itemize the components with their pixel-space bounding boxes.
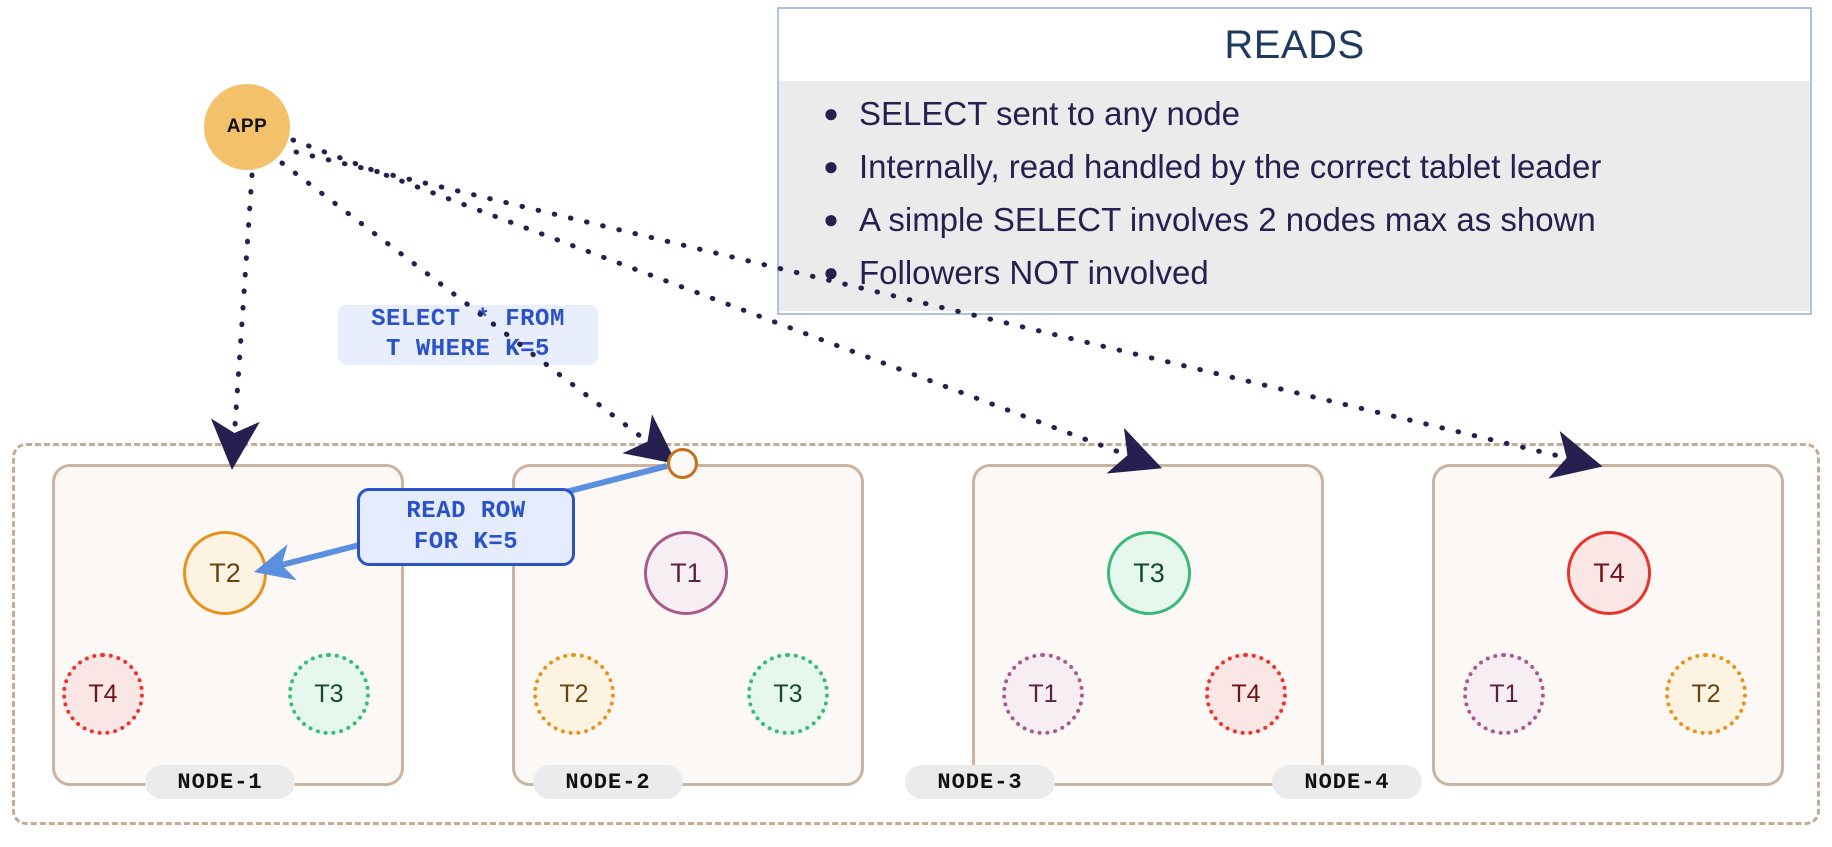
tablet-follower-node4-a: T1	[1463, 653, 1545, 735]
tablet-leader-node4: T4	[1567, 531, 1651, 615]
tablet-follower-node3-b: T4	[1205, 653, 1287, 735]
node-label-text: NODE-1	[177, 769, 263, 795]
node-label-text: NODE-3	[937, 769, 1023, 795]
bullet-icon: ●	[823, 257, 839, 287]
node-label-2: NODE-2	[533, 765, 683, 799]
node-box-1	[52, 464, 404, 786]
sql-query-line-2: T WHERE K=5	[386, 336, 550, 363]
list-item-label: Followers NOT involved	[859, 254, 1209, 291]
reads-panel-title: READS	[1224, 22, 1365, 67]
list-item: ● Internally, read handled by the correc…	[803, 144, 1810, 190]
tablet-follower-node2-b: T3	[747, 653, 829, 735]
node-label-1: NODE-1	[145, 765, 295, 799]
list-item: ● A simple SELECT involves 2 nodes max a…	[803, 197, 1810, 243]
reads-info-panel: READS ● SELECT sent to any node ● Intern…	[777, 7, 1812, 315]
tablet-label: T1	[670, 557, 702, 588]
node-label-4: NODE-4	[1272, 765, 1422, 799]
tablet-label: T1	[1028, 679, 1058, 708]
node-box-3	[972, 464, 1324, 786]
reads-bullet-list: ● SELECT sent to any node ● Internally, …	[779, 81, 1810, 311]
arrow-app-to-node1	[210, 172, 260, 470]
tablet-follower-node1-b: T3	[288, 653, 370, 735]
tablet-follower-node3-a: T1	[1002, 653, 1084, 735]
node-box-4	[1432, 464, 1784, 786]
node-label-text: NODE-2	[565, 769, 651, 795]
list-item-label: Internally, read handled by the correct …	[859, 148, 1602, 185]
tablet-label: T3	[773, 679, 803, 708]
tablet-follower-node4-b: T2	[1665, 653, 1747, 735]
bullet-icon: ●	[823, 98, 839, 128]
tablet-leader-node1: T2	[183, 531, 267, 615]
app-client-node: APP	[204, 84, 290, 170]
tablet-label: T3	[1133, 557, 1165, 588]
tablet-label: T4	[1593, 557, 1625, 588]
app-label: APP	[226, 116, 268, 137]
sql-query-callout: SELECT * FROM T WHERE K=5	[338, 305, 598, 365]
read-row-line-2: FOR K=5	[413, 529, 519, 556]
tablet-label: T1	[1489, 679, 1519, 708]
tablet-leader-node3: T3	[1107, 531, 1191, 615]
bullet-icon: ●	[823, 151, 839, 181]
list-item-label: A simple SELECT involves 2 nodes max as …	[859, 201, 1596, 238]
tablet-label: T2	[209, 557, 241, 588]
read-row-callout: READ ROW FOR K=5	[357, 488, 575, 566]
node-label-text: NODE-4	[1304, 769, 1390, 795]
node-label-3: NODE-3	[905, 765, 1055, 799]
sql-query-line-1: SELECT * FROM	[371, 306, 565, 333]
tablet-label: T2	[559, 679, 589, 708]
list-item: ● SELECT sent to any node	[803, 91, 1810, 137]
tablet-label: T3	[314, 679, 344, 708]
read-row-line-1: READ ROW	[406, 498, 526, 525]
tablet-leader-node2: T1	[644, 531, 728, 615]
tablet-label: T4	[1231, 679, 1261, 708]
connection-point-icon	[667, 448, 698, 479]
list-item-label: SELECT sent to any node	[859, 95, 1240, 132]
tablet-label: T2	[1691, 679, 1721, 708]
tablet-follower-node1-a: T4	[62, 653, 144, 735]
bullet-icon: ●	[823, 204, 839, 234]
tablet-label: T4	[88, 679, 118, 708]
tablet-follower-node2-a: T2	[533, 653, 615, 735]
list-item: ● Followers NOT involved	[803, 250, 1810, 296]
